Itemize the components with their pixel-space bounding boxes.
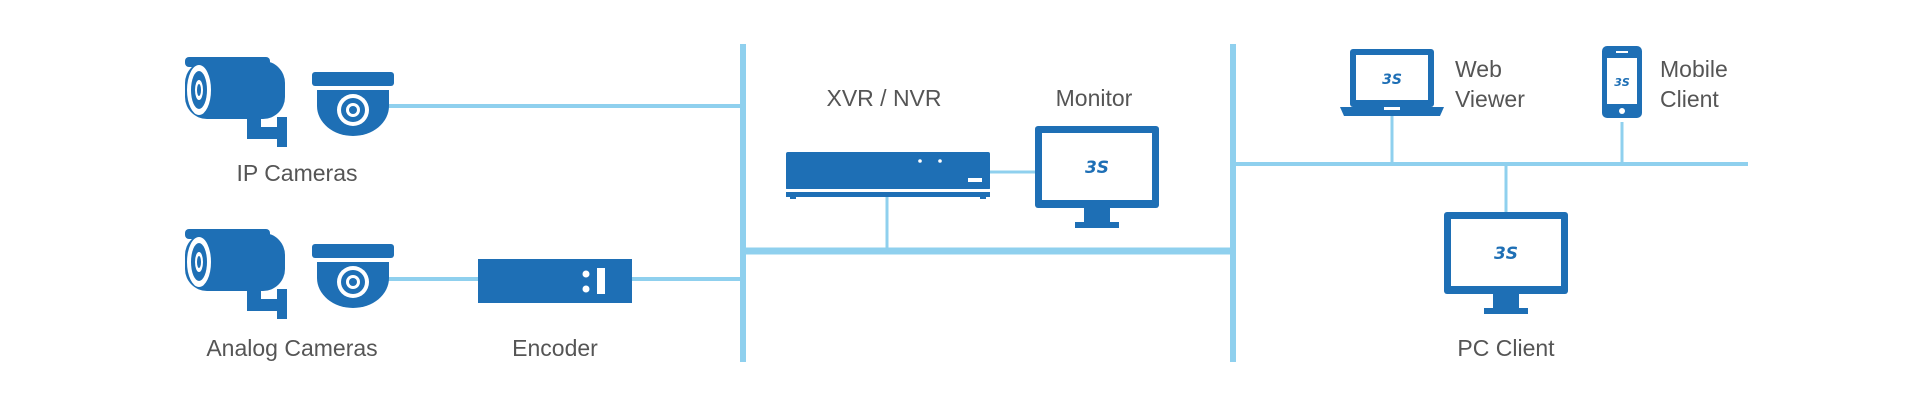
dome-camera-icon xyxy=(312,72,394,136)
recorder-group: XVR / NVR xyxy=(786,85,990,199)
logo-3s: 3S xyxy=(1614,76,1630,89)
analog-cameras-group: Analog Cameras xyxy=(185,229,394,361)
logo-3s: 3S xyxy=(1085,158,1109,178)
mobile-client-label-line1: Mobile xyxy=(1660,56,1728,82)
smartphone-icon: 3S xyxy=(1602,46,1642,118)
pc-client-label: PC Client xyxy=(1457,335,1555,361)
monitor-icon: 3S xyxy=(1035,126,1159,228)
dome-camera-icon xyxy=(312,244,394,308)
monitor-label: Monitor xyxy=(1056,85,1133,111)
encoder-icon xyxy=(478,259,632,303)
logo-3s: 3S xyxy=(1494,244,1518,264)
monitor-icon: 3S xyxy=(1444,212,1568,314)
xvr-nvr-label: XVR / NVR xyxy=(826,85,941,111)
ip-cameras-group: IP Cameras xyxy=(185,57,394,186)
mobile-client-group: 3S Mobile Client xyxy=(1602,46,1728,118)
mobile-client-label-line2: Client xyxy=(1660,86,1719,112)
encoder-group: Encoder xyxy=(478,259,632,361)
encoder-label: Encoder xyxy=(512,335,598,361)
analog-cameras-label: Analog Cameras xyxy=(206,335,377,361)
pc-client-group: 3S PC Client xyxy=(1444,212,1568,361)
bullet-camera-icon xyxy=(185,57,287,147)
laptop-icon: 3S xyxy=(1340,49,1444,116)
bullet-camera-icon xyxy=(185,229,287,319)
web-viewer-label-line2: Viewer xyxy=(1455,86,1525,112)
recorder-icon xyxy=(786,152,990,199)
monitor-group: 3S Monitor xyxy=(1035,85,1159,228)
logo-3s: 3S xyxy=(1382,72,1402,88)
ip-cameras-label: IP Cameras xyxy=(236,160,357,186)
connection-lines xyxy=(388,44,1748,362)
web-viewer-group: 3S Web Viewer xyxy=(1340,49,1525,116)
web-viewer-label-line1: Web xyxy=(1455,56,1502,82)
